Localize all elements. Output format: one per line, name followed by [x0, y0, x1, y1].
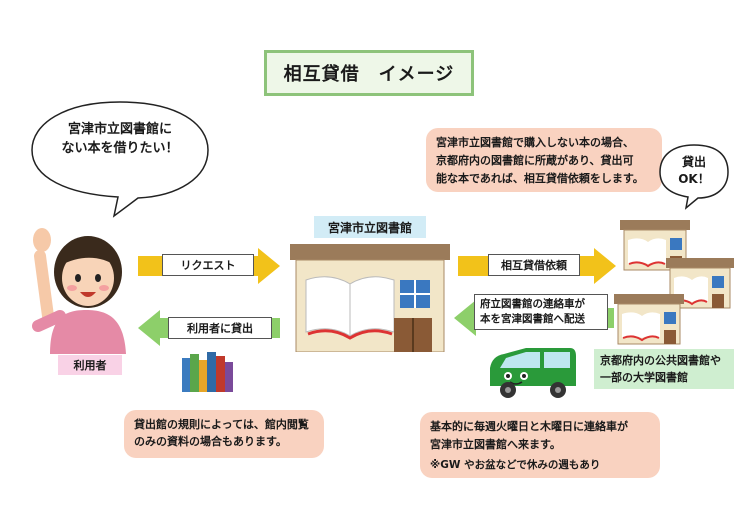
library-label: 宮津市立図書館 — [314, 216, 426, 238]
delivery-line2: 本を宮津図書館へ配送 — [480, 313, 585, 325]
ill-request-label: 相互貸借依頼 — [488, 254, 580, 276]
delivery-van-icon — [490, 348, 576, 398]
ok-bubble-line1: 貸出 — [681, 155, 706, 169]
partner-label-line2: 一部の大学図書館 — [600, 371, 688, 384]
user-illustration — [32, 228, 126, 354]
explanation-line1: 宮津市立図書館で購入しない本の場合、 — [436, 136, 634, 149]
lending-ok-bubble — [659, 144, 729, 210]
schedule-note: ※GW やお盆などで休みの週もあり — [430, 459, 601, 471]
request-label: リクエスト — [162, 254, 254, 276]
user-bubble-line2: ない本を借りたい！ — [61, 141, 179, 156]
user-speech-bubble — [31, 101, 209, 218]
delivery-line1: 府立図書館の連絡車が — [480, 298, 585, 310]
rules-line2: のみの資料の場合もあります。 — [134, 435, 287, 448]
partner-label-line1: 京都府内の公共図書館や — [600, 354, 721, 367]
lend-to-user-label: 利用者に貸出 — [168, 317, 272, 339]
explanation-box: 宮津市立図書館で購入しない本の場合、 京都府内の図書館に所蔵があり、貸出可 能な… — [426, 128, 662, 192]
user-bubble-line1: 宮津市立図書館に — [67, 122, 172, 137]
schedule-line1: 基本的に毎週火曜日と木曜日に連絡車が — [430, 420, 628, 433]
explanation-line2: 京都府内の図書館に所蔵があり、貸出可 — [436, 154, 634, 167]
rules-line1: 貸出館の規則によっては、館内閲覧 — [134, 418, 309, 431]
schedule-line2: 宮津市立図書館へ来ます。 — [430, 438, 561, 451]
delivery-label: 府立図書館の連絡車が 本を宮津図書館へ配送 — [474, 294, 608, 330]
ok-bubble-text: 貸出 OK！ — [660, 154, 728, 188]
partner-libraries-label: 京都府内の公共図書館や 一部の大学図書館 — [594, 349, 734, 389]
lending-rules-box: 貸出館の規則によっては、館内閲覧 のみの資料の場合もあります。 — [124, 410, 324, 458]
explanation-line3: 能な本であれば、相互貸借依頼をします。 — [436, 172, 644, 185]
user-label: 利用者 — [58, 355, 122, 375]
user-bubble-text: 宮津市立図書館に ない本を借りたい！ — [38, 120, 202, 158]
page-title: 相互貸借 イメージ — [264, 50, 474, 96]
partner-libraries-buildings — [614, 220, 734, 345]
ok-bubble-line2: OK！ — [678, 172, 710, 186]
books-icon — [182, 352, 233, 392]
miyazu-library-building — [290, 244, 450, 352]
delivery-schedule-box: 基本的に毎週火曜日と木曜日に連絡車が 宮津市立図書館へ来ます。 ※GW やお盆な… — [420, 412, 660, 478]
